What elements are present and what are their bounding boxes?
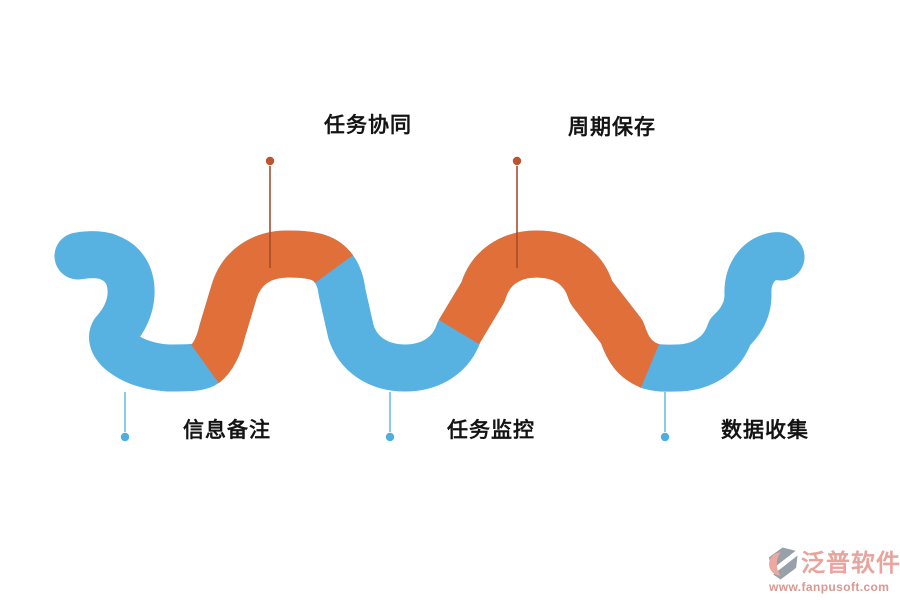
task-monitoring-label: 任务监控 — [447, 419, 535, 442]
task-monitoring-dot — [385, 432, 395, 442]
task-collaboration-label: 任务协同 — [324, 114, 412, 137]
fanpu-logo-icon — [769, 547, 799, 580]
cycle-save-dot — [512, 156, 522, 166]
wave-blue-path — [54, 230, 805, 392]
wave-orange-segment-1 — [189, 230, 353, 384]
info-notes-label: 信息备注 — [183, 419, 271, 442]
task-collaboration-dot — [265, 156, 275, 166]
brand-name: 泛普软件 — [801, 549, 900, 577]
data-collection-dot — [660, 432, 670, 442]
cycle-save-label: 周期保存 — [568, 116, 656, 139]
brand-url: www.fanpusoft.com — [769, 580, 890, 594]
data-collection-label: 数据收集 — [721, 419, 809, 442]
watermark: 泛普软件 www.fanpusoft.com — [769, 547, 900, 593]
info-notes-dot — [120, 432, 130, 442]
wave-orange-segment-2 — [438, 230, 660, 388]
